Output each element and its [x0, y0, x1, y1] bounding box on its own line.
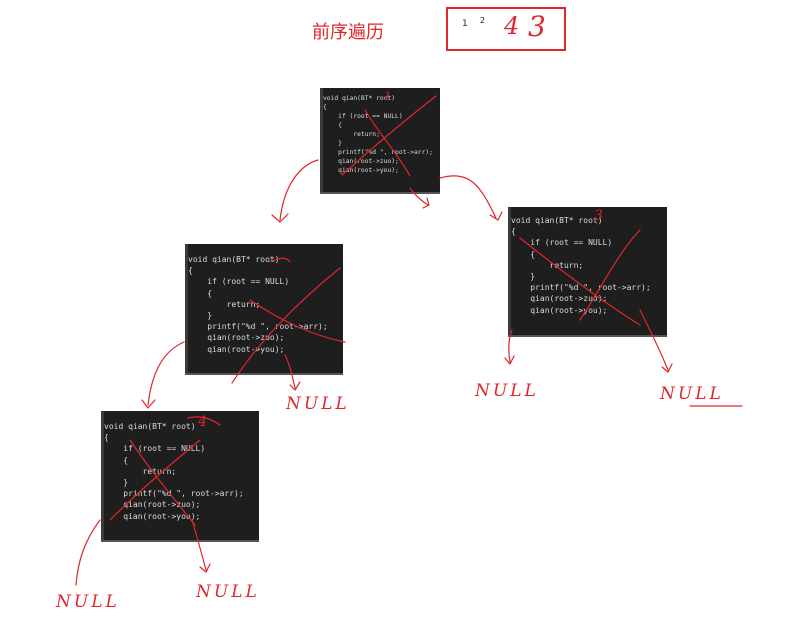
code-scrollbar — [508, 335, 667, 337]
code-line: } — [188, 311, 213, 321]
code-line: qian(root->zuo); — [188, 333, 285, 343]
code-line: qian(root->you); — [104, 511, 201, 521]
code-block-right: void qian(BT* root) { if (root == NULL) … — [508, 207, 667, 337]
result-value-2: 2 — [480, 16, 486, 25]
null-label: NULL — [475, 381, 539, 401]
code-line: qian(root->zuo); — [511, 294, 608, 304]
result-value-1: 1 — [462, 19, 468, 29]
code-line: printf("%d ", root->arr); — [323, 149, 433, 156]
code-line: void qian(BT* root) — [104, 422, 196, 431]
code-line: if (root == NULL) — [188, 277, 290, 287]
code-scrollbar — [101, 540, 259, 542]
code-scrollbar — [320, 192, 440, 194]
code-gutter — [101, 411, 104, 542]
code-line: printf("%d ", root->arr); — [188, 322, 328, 332]
code-line: { — [323, 104, 327, 111]
code-line: if (root == NULL) — [511, 238, 613, 248]
code-block-left-left: void qian(BT* root) { if (root == NULL) … — [101, 411, 259, 542]
code-gutter — [320, 88, 323, 194]
code-line: } — [511, 272, 536, 282]
code-scrollbar — [185, 373, 343, 375]
result-value-4: 3 — [528, 10, 546, 43]
code-line: if (root == NULL) — [323, 113, 403, 120]
code-line: void qian(BT* root) — [511, 216, 603, 225]
null-label: NULL — [660, 384, 724, 404]
code-line: qian(root->zuo); — [104, 500, 201, 510]
code-line: qian(root->you); — [188, 344, 285, 354]
traversal-result-box: 1 2 4 3 — [446, 7, 566, 51]
mark-4: 4 — [198, 414, 207, 430]
mark-1: 1 — [384, 90, 391, 103]
code-line: return; — [188, 299, 261, 309]
code-line: qian(root->you); — [511, 305, 608, 315]
null-label: NULL — [286, 394, 350, 414]
code-line: qian(root->zuo); — [323, 158, 399, 165]
code-gutter — [508, 207, 511, 337]
code-line: { — [323, 122, 342, 129]
code-line: qian(root->you); — [323, 167, 399, 174]
code-line: void qian(BT* root) — [188, 255, 280, 264]
code-line: { — [188, 266, 193, 276]
code-line: } — [323, 140, 342, 147]
code-line: return; — [511, 260, 584, 270]
code-line: } — [104, 478, 129, 488]
code-block-root: void qian(BT* root) { if (root == NULL) … — [320, 88, 440, 194]
code-gutter — [185, 244, 188, 375]
code-line: { — [104, 433, 109, 443]
code-line: return; — [323, 131, 380, 138]
code-line: return; — [104, 466, 177, 476]
page-title: 前序遍历 — [312, 22, 384, 43]
code-line: { — [104, 455, 129, 465]
code-line: void qian(BT* root) — [323, 95, 396, 102]
code-line: printf("%d ", root->arr); — [511, 283, 651, 293]
code-line: printf("%d ", root->arr); — [104, 489, 244, 499]
null-label: NULL — [56, 592, 120, 612]
result-value-3: 4 — [504, 12, 520, 40]
code-block-left: void qian(BT* root) { if (root == NULL) … — [185, 244, 343, 375]
code-line: { — [511, 227, 516, 237]
code-line: if (root == NULL) — [104, 444, 206, 454]
mark-3: 3 — [594, 208, 603, 224]
code-line: { — [511, 249, 536, 259]
null-label: NULL — [196, 582, 260, 602]
code-line: { — [188, 288, 213, 298]
